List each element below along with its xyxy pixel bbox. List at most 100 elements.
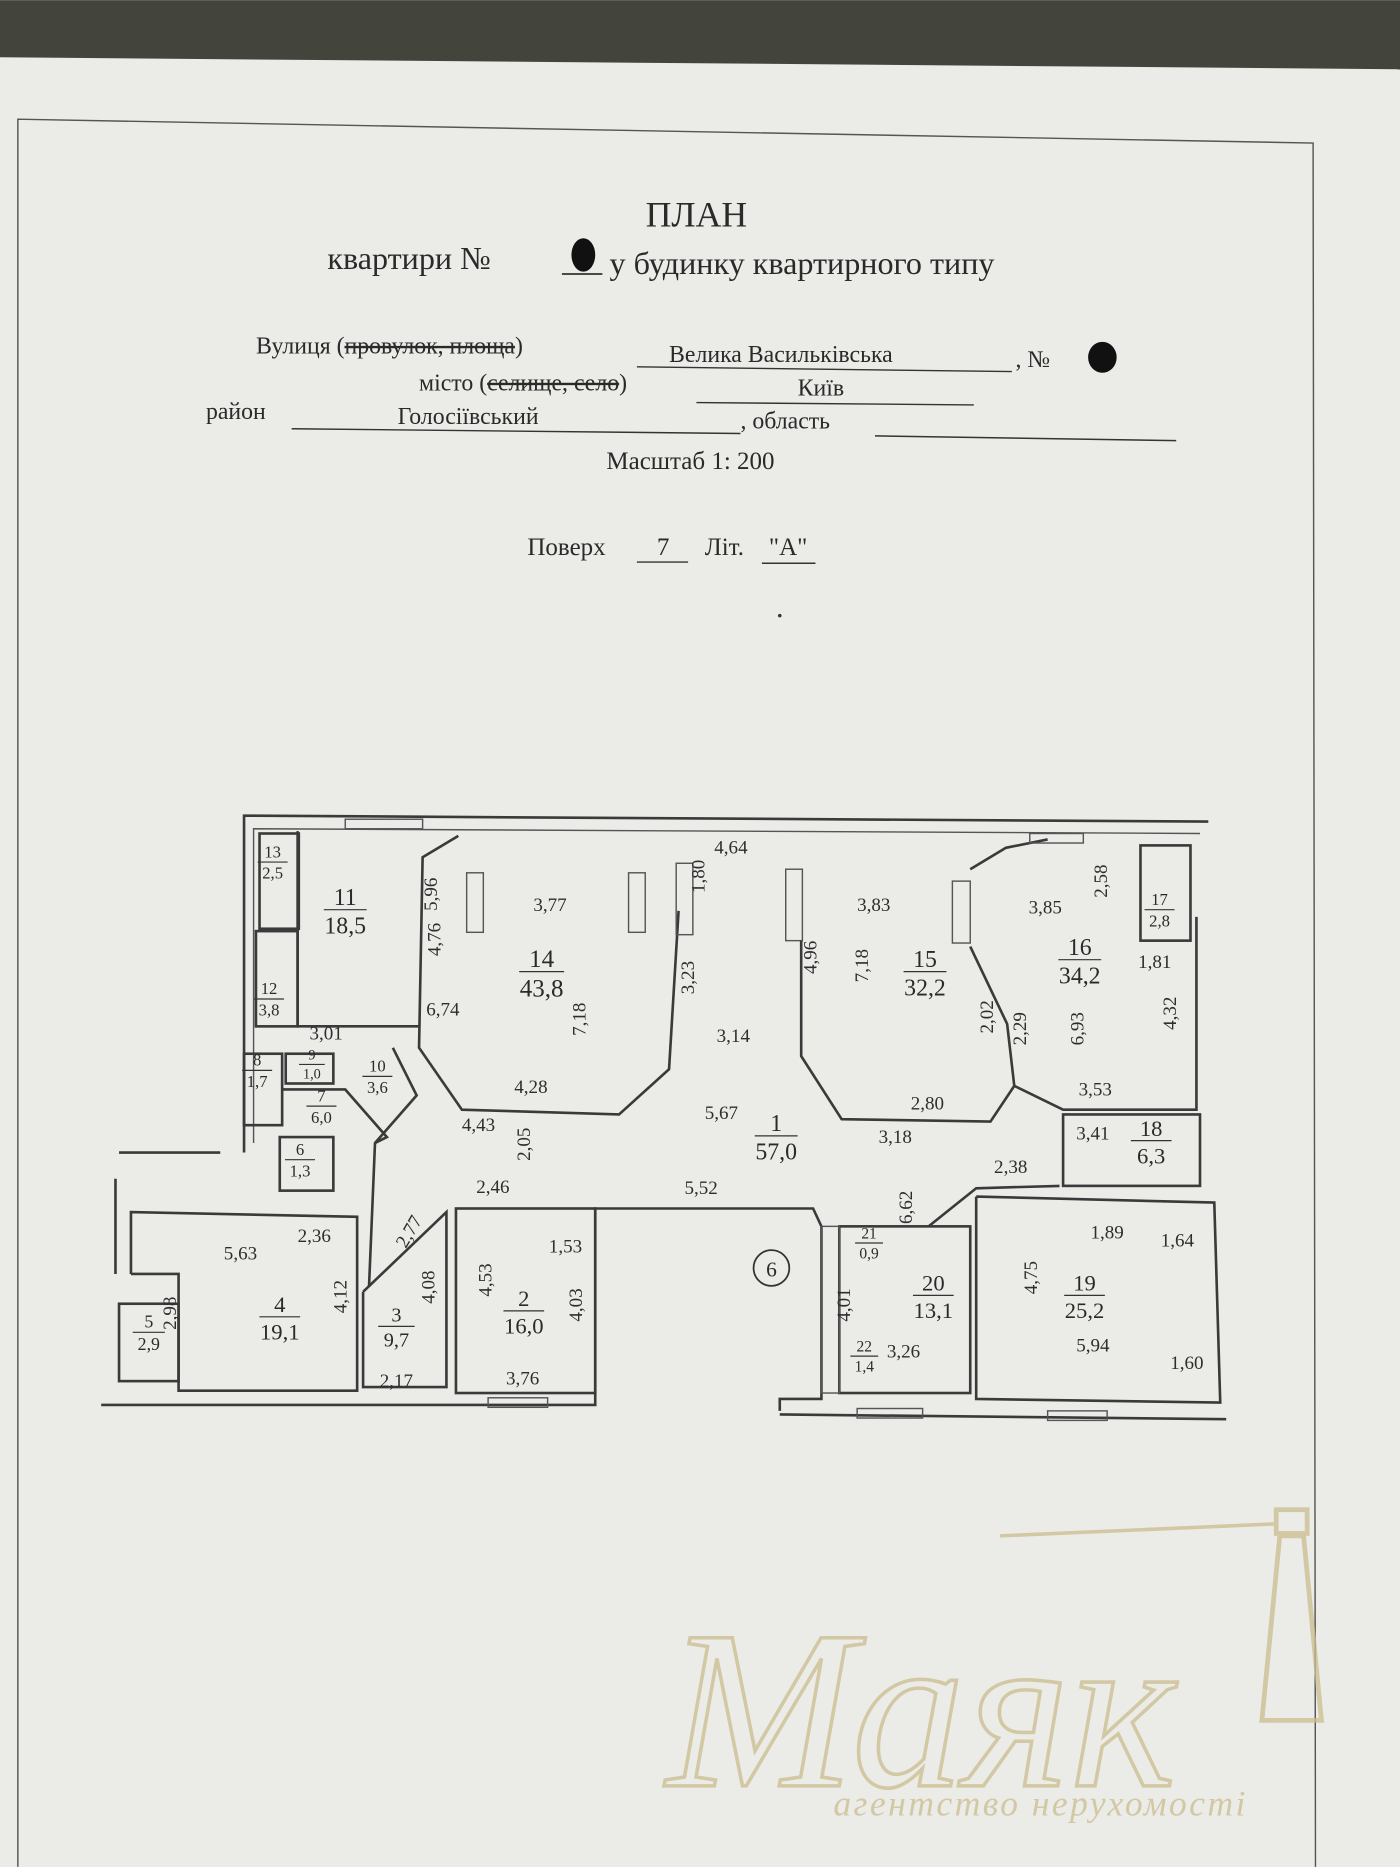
room-area: 1,3: [290, 1161, 311, 1180]
watermark-tagline: агентство нерухомості: [833, 1784, 1248, 1824]
dimension-label: 4,12: [330, 1280, 351, 1313]
room-label: 216,0: [503, 1286, 545, 1339]
floor-value: 7: [657, 534, 670, 561]
room-area: 6,0: [311, 1108, 332, 1127]
dimension-label: 1,64: [1161, 1231, 1195, 1252]
room-number: 7: [317, 1086, 325, 1105]
dimension-label: 4,53: [476, 1263, 497, 1296]
room-area: 25,2: [1065, 1298, 1105, 1323]
scale-text: Масштаб 1: 200: [606, 448, 774, 475]
dimension-label: 3,41: [1076, 1123, 1109, 1144]
letter-label: Літ.: [705, 534, 744, 561]
room-area: 3,6: [367, 1078, 388, 1097]
room-number: 8: [253, 1051, 261, 1070]
city-underline: [696, 401, 974, 406]
room-area: 3,8: [259, 1001, 280, 1020]
room-label: 157,0: [754, 1111, 798, 1166]
dimension-label: 5,63: [224, 1244, 257, 1265]
region-underline: [874, 435, 1177, 442]
room-number: 12: [261, 979, 278, 998]
dimension-label: 3,23: [678, 961, 699, 994]
room-number: 11: [334, 885, 357, 911]
subtitle-prefix: квартири №: [327, 240, 490, 276]
room-number: 18: [1140, 1116, 1163, 1141]
room-number: 21: [861, 1225, 876, 1242]
room-number: 16: [1068, 935, 1092, 961]
dimension-label: 2,38: [994, 1157, 1027, 1178]
dimension-label: 6,62: [896, 1191, 917, 1224]
stair-marker: 6: [766, 1257, 777, 1281]
room-label: 123,8: [254, 979, 285, 1020]
dimension-label: 2,17: [380, 1371, 413, 1392]
dimension-label: 2,98: [160, 1297, 181, 1330]
street-value: Велика Васильківська: [669, 342, 893, 368]
redaction-mark: [571, 238, 596, 272]
dimension-label: 4,32: [1160, 997, 1181, 1030]
room-area: 1,7: [247, 1072, 268, 1091]
room-area: 43,8: [520, 976, 564, 1003]
room-area: 19,1: [260, 1319, 300, 1344]
room-area: 2,5: [262, 864, 283, 883]
dimension-labels: 5,964,766,743,013,777,184,284,432,052,46…: [160, 838, 1203, 1392]
district-underline: [291, 428, 741, 435]
room-number: 14: [529, 946, 555, 973]
room-area: 1,0: [303, 1067, 321, 1083]
room-number: 15: [913, 947, 937, 973]
room-label: 11 18,5: [323, 885, 367, 940]
subtitle-suffix: у будинку квартирного типу: [610, 245, 995, 281]
dimension-label: 4,08: [419, 1270, 440, 1303]
dimension-label: 6,93: [1067, 1012, 1088, 1045]
dimension-label: 7,18: [852, 949, 873, 982]
room-area: 18,5: [324, 914, 366, 940]
dimension-label: 1,60: [1170, 1353, 1203, 1374]
dimension-label: 3,77: [533, 895, 566, 916]
dimension-label: 4,43: [462, 1115, 495, 1136]
room-area: 9,7: [384, 1330, 409, 1352]
region-label: , область: [740, 409, 830, 435]
room-label: 61,3: [284, 1140, 316, 1180]
room-label: 221,4: [850, 1338, 879, 1376]
dimension-label: 2,46: [476, 1177, 509, 1198]
street-underline: [636, 366, 1012, 373]
room-number: 3: [391, 1305, 401, 1327]
room-area: 1,4: [855, 1359, 875, 1376]
dimension-label: 1,53: [549, 1237, 582, 1258]
room-label: 76,0: [306, 1086, 337, 1127]
city-label: місто (селище, село): [419, 371, 627, 397]
room-area: 57,0: [755, 1140, 797, 1166]
dimension-label: 2,80: [911, 1094, 944, 1115]
room-area: 6,3: [1137, 1143, 1165, 1168]
dimension-label: 2,02: [977, 1000, 998, 1033]
room-number: 6: [296, 1140, 304, 1159]
district-value: Голосіївський: [398, 404, 539, 430]
dimension-label: 1,89: [1090, 1222, 1123, 1243]
room-label: 91,0: [299, 1048, 325, 1083]
room-number: 17: [1151, 890, 1168, 909]
dimension-label: 3,53: [1079, 1079, 1112, 1100]
dimension-label: 1,80: [689, 860, 710, 893]
room-area: 2,8: [1149, 911, 1170, 930]
dimension-label: 2,36: [298, 1226, 331, 1247]
page-frame: [17, 118, 1317, 1867]
dimension-label: 3,83: [857, 895, 890, 916]
dimension-label: 7,18: [570, 1003, 591, 1036]
stair-marker-circle: [752, 1249, 791, 1287]
room-number: 10: [369, 1057, 386, 1076]
room-label: 210,9: [855, 1225, 883, 1263]
letter-value: "А": [769, 534, 807, 561]
dimension-label: 4,28: [514, 1077, 547, 1098]
house-number-label: , №: [1015, 347, 1050, 373]
room-number: 2: [518, 1286, 529, 1311]
dimension-label: 5,67: [705, 1103, 738, 1124]
walls: [101, 814, 1227, 1422]
dimension-label: 2,58: [1091, 864, 1112, 897]
dimension-label: 6,74: [426, 1000, 460, 1021]
room-number: 5: [144, 1312, 153, 1332]
dimension-label: 1,81: [1138, 952, 1171, 973]
dimension-label: 5,94: [1076, 1335, 1110, 1356]
city-value: Київ: [798, 375, 844, 401]
